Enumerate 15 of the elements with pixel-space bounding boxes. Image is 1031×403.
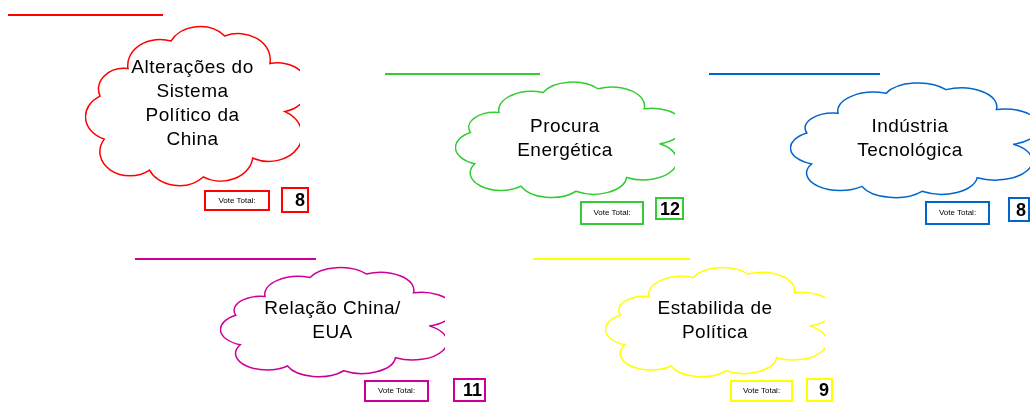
- vote-count-box: 8: [1008, 197, 1030, 222]
- vote-count-box: 11: [453, 378, 486, 402]
- vote-total-box: Vote Total:: [580, 201, 644, 225]
- vote-count-box: 12: [655, 197, 684, 220]
- vote-total-box: Vote Total:: [364, 380, 429, 402]
- topic-text: Procura Energética: [516, 113, 614, 162]
- vote-total-box: Vote Total:: [204, 190, 270, 211]
- topic-text: Relação China/ EUA: [263, 296, 402, 344]
- vote-count-box: 8: [281, 187, 309, 213]
- topic-text: Alterações do Sistema Político da China: [130, 55, 255, 151]
- vote-count-box: 9: [806, 378, 833, 402]
- topic-text: Estabilida de Política: [656, 296, 774, 344]
- vote-total-box: Vote Total:: [730, 380, 793, 402]
- topic-text: Indústria Tecnológica: [856, 114, 964, 162]
- vote-total-box: Vote Total:: [925, 201, 990, 225]
